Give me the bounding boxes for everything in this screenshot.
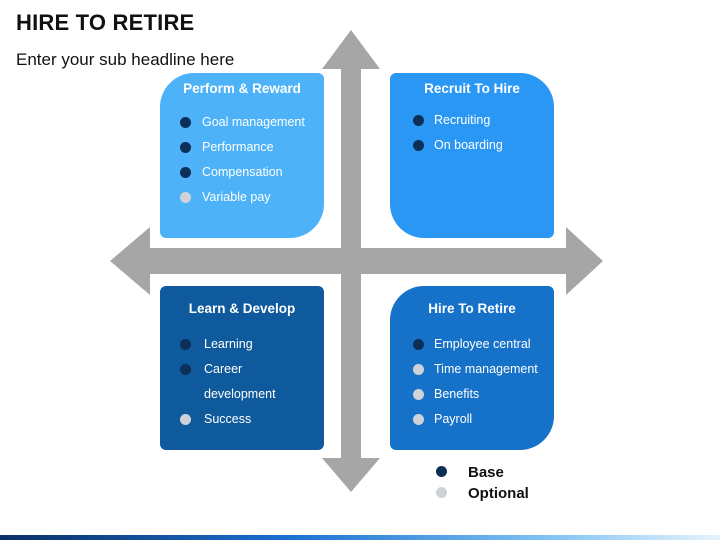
list-item: Benefits	[390, 382, 554, 407]
quadrant-title: Perform & Reward	[183, 81, 301, 96]
list-item: Learning	[160, 332, 324, 357]
quadrant-list: Goal management Performance Compensation…	[160, 110, 324, 210]
list-item: Employee central	[390, 332, 554, 357]
list-item: Goal management	[160, 110, 324, 135]
list-item-label: Compensation	[202, 165, 283, 179]
list-item: Career	[160, 357, 324, 382]
base-bullet-icon	[413, 339, 424, 350]
optional-bullet-icon	[413, 389, 424, 400]
base-bullet-icon	[436, 466, 447, 477]
base-bullet-icon	[413, 140, 424, 151]
list-item: Recruiting	[390, 108, 554, 133]
list-item-label: Recruiting	[434, 113, 491, 127]
list-item: Variable pay	[160, 185, 324, 210]
quadrant-list: Learning Career development Success	[160, 332, 324, 432]
list-item: Success	[160, 407, 324, 432]
list-item-label: Variable pay	[202, 190, 271, 204]
list-item: On boarding	[390, 133, 554, 158]
base-bullet-icon	[180, 364, 191, 375]
legend-item-optional: Optional	[436, 483, 529, 504]
legend-label: Base	[468, 464, 504, 481]
legend-label: Optional	[468, 485, 529, 502]
page-subtitle: Enter your sub headline here	[16, 50, 235, 69]
list-item: Time management	[390, 357, 554, 382]
quadrant-title: Learn & Develop	[188, 301, 296, 316]
quadrant-list: Employee central Time management Benefit…	[390, 332, 554, 432]
list-item: development	[160, 382, 324, 407]
list-item-label: development	[204, 387, 276, 401]
list-item-label: Benefits	[434, 387, 480, 401]
quadrant-title: Hire To Retire	[428, 301, 516, 316]
optional-bullet-icon	[180, 414, 191, 425]
optional-bullet-icon	[436, 487, 447, 498]
legend-item-base: Base	[436, 462, 529, 483]
list-item: Payroll	[390, 407, 554, 432]
quadrant-list: Recruiting On boarding	[390, 108, 554, 158]
quadrant-hire-to-retire: Hire To Retire Employee central Time man…	[390, 286, 554, 450]
quadrant-recruit-to-hire: Recruit To Hire Recruiting On boarding	[390, 73, 554, 238]
list-item-label: On boarding	[434, 138, 503, 152]
quadrant-learn-develop: Learn & Develop Learning Career developm…	[160, 286, 324, 450]
base-bullet-icon	[180, 167, 191, 178]
list-item-label: Performance	[202, 140, 274, 154]
page-title: HIRE TO RETIRE	[16, 10, 195, 35]
list-item: Performance	[160, 135, 324, 160]
bottom-accent-bar	[0, 535, 720, 540]
base-bullet-icon	[180, 142, 191, 153]
base-bullet-icon	[180, 339, 191, 350]
list-item-label: Learning	[204, 337, 253, 351]
list-item: Compensation	[160, 160, 324, 185]
base-bullet-icon	[180, 117, 191, 128]
optional-bullet-icon	[413, 364, 424, 375]
list-item-label: Career	[204, 362, 243, 376]
legend: Base Optional	[436, 462, 529, 504]
list-item-label: Success	[204, 412, 252, 426]
list-item-label: Payroll	[434, 412, 473, 426]
optional-bullet-icon	[180, 192, 191, 203]
optional-bullet-icon	[413, 414, 424, 425]
quadrant-title: Recruit To Hire	[424, 81, 520, 96]
list-item-label: Goal management	[202, 115, 305, 129]
quadrant-perform-reward: Perform & Reward Goal management Perform…	[160, 73, 324, 238]
base-bullet-icon	[413, 115, 424, 126]
horizontal-double-arrow	[110, 227, 603, 295]
list-item-label: Employee central	[434, 337, 531, 351]
list-item-label: Time management	[434, 362, 538, 376]
